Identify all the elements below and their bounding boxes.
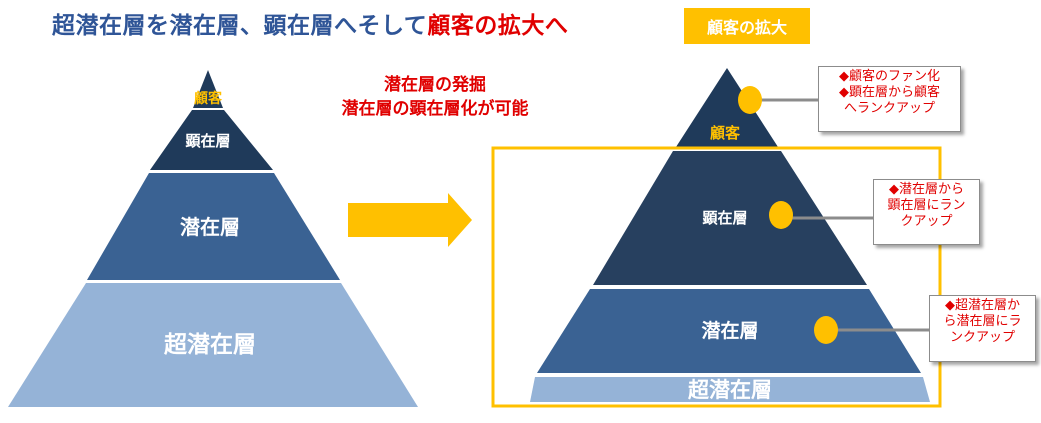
right-tier-super-latent [530, 377, 930, 402]
marker-dot-latent [814, 316, 838, 344]
callout-customer: ◆顧客のファン化 ◆顕在層から顧客 へランクアップ [818, 66, 961, 132]
callout-latent-line1: ◆超潜在層か [945, 298, 1020, 313]
expansion-frame [491, 146, 942, 408]
callout-latent-line2: ら潜在層にラ [943, 314, 1022, 329]
customer-expansion-badge: 顧客の拡大 [684, 8, 810, 44]
left-label-super-latent: 超潜在層 [164, 332, 256, 358]
right-arrow-icon [348, 193, 472, 247]
right-label-latent: 潜在層 [701, 319, 759, 342]
callout-customer-line2: ◆顕在層から顧客 [839, 85, 940, 100]
left-tier-latent [87, 173, 340, 280]
right-tier-manifest [593, 151, 867, 285]
title-accent: 顧客の拡大へ [427, 13, 569, 39]
left-label-customer: 顧客 [194, 91, 222, 107]
marker-dot-customer [738, 86, 762, 114]
callout-latent: ◆超潜在層か ら潜在層にラ ンクアップ [929, 295, 1036, 362]
left-tier-super-latent [8, 283, 418, 407]
right-label-manifest: 顕在層 [702, 208, 748, 227]
right-label-super-latent: 超潜在層 [688, 378, 772, 402]
marker-dot-manifest [769, 201, 793, 229]
callout-customer-line1: ◆顧客のファン化 [839, 69, 940, 84]
left-tier-customer [193, 70, 223, 108]
callout-latent-line3: ンクアップ [949, 330, 1015, 345]
left-label-latent: 潜在層 [180, 214, 240, 239]
right-tier-customer [676, 68, 778, 147]
middle-note: 潜在層の発掘 潜在層の顕在層化が可能 [270, 73, 600, 121]
middle-note-line2: 潜在層の顕在層化が可能 [341, 99, 529, 119]
callout-manifest-line2: 顕在層にラン [887, 198, 966, 213]
middle-note-line1: 潜在層の発掘 [384, 75, 486, 95]
right-label-customer: 顧客 [709, 123, 740, 142]
page-title: 超潜在層を潜在層、顕在層へそして顧客の拡大へ [52, 6, 568, 40]
callout-manifest-line3: クアップ [900, 214, 953, 229]
callout-manifest-line1: ◆潜在層から [889, 182, 964, 197]
title-main: 超潜在層を潜在層、顕在層へそして [52, 13, 428, 39]
left-tier-manifest [150, 110, 273, 170]
right-tier-latent [537, 289, 921, 373]
callout-customer-line3: へランクアップ [843, 101, 935, 116]
callout-manifest: ◆潜在層から 顕在層にラン クアップ [873, 179, 980, 245]
left-label-manifest: 顕在層 [185, 131, 231, 150]
